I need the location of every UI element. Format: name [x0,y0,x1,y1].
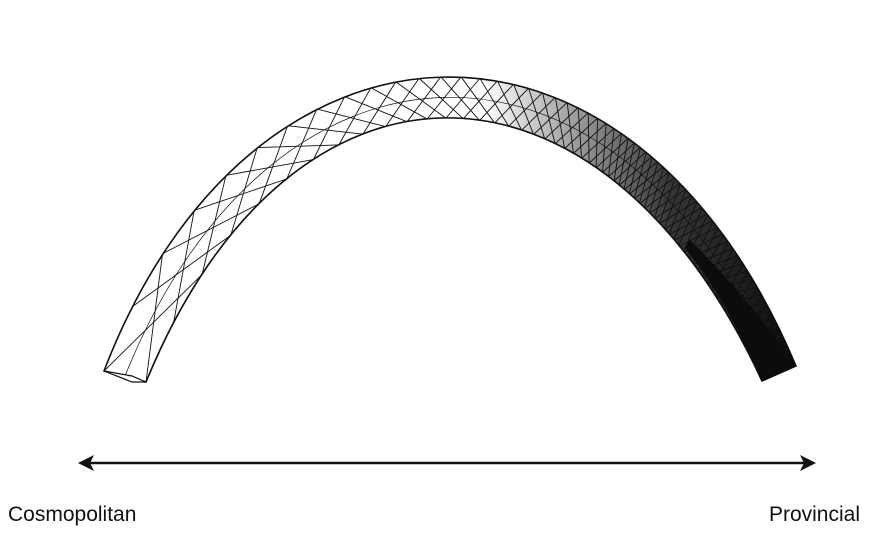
label-cosmopolitan: Cosmopolitan [8,503,137,526]
label-provincial: Provincial [768,503,860,526]
arch-left-cap [103,370,147,383]
arch-underside [131,115,763,383]
arrow-left-head [78,455,94,471]
arch-dense-end [104,77,796,382]
axis-arrow [78,455,816,471]
arrow-right-head [800,455,816,471]
arch-dark-tip [685,240,796,381]
